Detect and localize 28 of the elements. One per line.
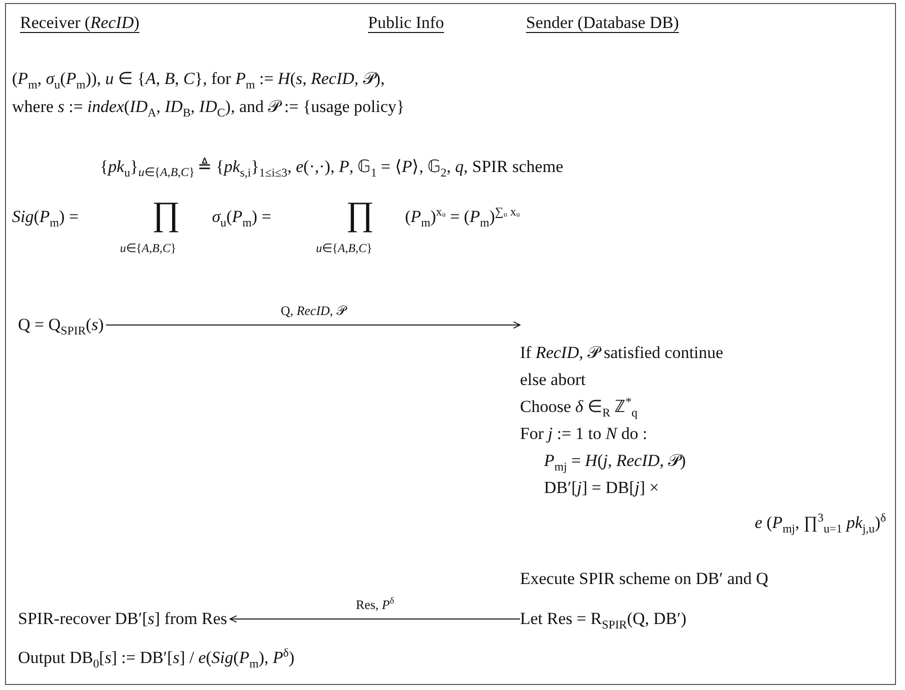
protocol-step-text: Execute SPIR scheme on DB′ and Q bbox=[520, 568, 768, 590]
message-arrow bbox=[230, 615, 520, 623]
protocol-step-text: DB′[j] = DB[j] × bbox=[544, 477, 659, 499]
column-heading: Public Info bbox=[368, 12, 444, 34]
protocol-step-text: SPIR-recover DB′[s] from Res bbox=[18, 606, 230, 632]
formula-text: Output DB$_{0}$[s] := DB′[s] / e(Sig(P$_{m}$), P$^{δ}$) bbox=[18, 647, 294, 669]
message-arrow bbox=[106, 321, 520, 329]
formula-text: ≜ {pk$_{s,i}$}$_{1≤i≤3}$, e(·,·), P, 𝔾$_{1}$ = ⟨P⟩, 𝔾$_{2}$, q, SPIR scheme bbox=[198, 156, 564, 178]
protocol-step-text: Let Res = R$_{SPIR}$(Q, DB′) bbox=[520, 606, 689, 632]
protocol-step-text: e (P$_{mj}$, ∏$^{3}$$_{u=1}$ pk$_{j,u}$)$^{δ}$ bbox=[754, 512, 886, 534]
product-sign: ∏ bbox=[152, 196, 180, 234]
protocol-step-text: If RecID, 𝒫 satisfied continue bbox=[520, 342, 724, 364]
formula-text: Sig(P$_{m}$) = bbox=[12, 206, 79, 228]
subscript-text: u∈{A,B,C} bbox=[120, 240, 176, 256]
formula-text: σ$_{u}$(P$_{m}$) = bbox=[212, 206, 272, 228]
protocol-step-text: Q = Q$_{SPIR}$(s) bbox=[18, 312, 106, 338]
product-sign: ∏ bbox=[346, 196, 374, 234]
subscript-text: u∈{A,B,C} bbox=[138, 164, 195, 180]
protocol-step-text: For j := 1 to N do : bbox=[520, 423, 648, 445]
column-heading: Sender (Database DB) bbox=[526, 12, 679, 34]
protocol-step-text: P$_{mj}$ = H(j, RecID, 𝒫) bbox=[544, 450, 686, 472]
formula-text: (P$_{m}$)$^{xᵤ}$ = (P$_{m}$)$^{∑ᵤ xᵤ}$ bbox=[405, 206, 520, 228]
column-heading: Receiver (RecID) bbox=[20, 12, 140, 34]
formula-text: {pk$_{u}$} bbox=[100, 156, 138, 178]
protocol-step-text: else abort bbox=[520, 369, 586, 391]
subscript-text: u∈{A,B,C} bbox=[316, 240, 372, 256]
formula-text: where s := index(ID$_{A}$, ID$_{B}$, ID$_{C}$), and 𝒫 := {usage policy} bbox=[12, 96, 405, 118]
formula-text: (P$_{m}$, σ$_{u}$(P$_{m}$)), u ∈ {A, B, C}, for P$_{m}$ := H(s, RecID, 𝒫), bbox=[12, 68, 385, 90]
